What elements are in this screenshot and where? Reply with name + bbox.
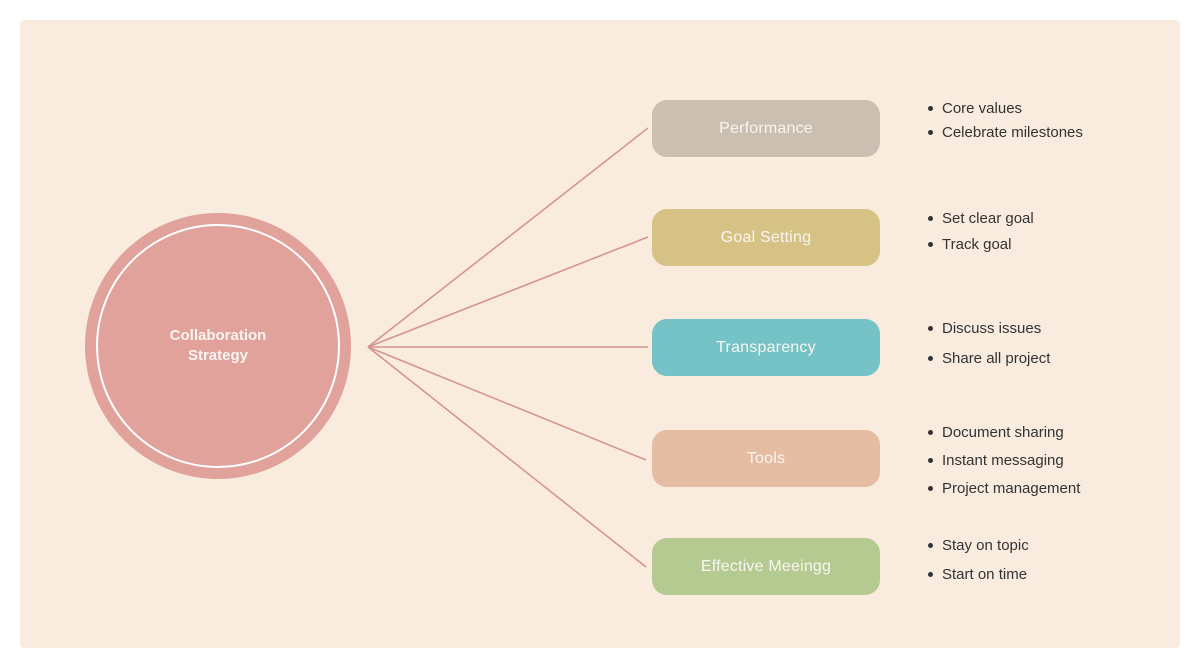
list-item-label: Start on time: [942, 566, 1028, 583]
list-item: Discuss issues: [928, 313, 1050, 343]
center-node-label: Collaboration Strategy: [170, 326, 267, 366]
bullet-list-transparency: Discuss issues Share all project: [928, 313, 1050, 373]
branch-node-transparency-label: Transparency: [716, 338, 816, 356]
bullet-dot-icon: [928, 485, 933, 491]
branch-node-transparency: Transparency: [652, 319, 880, 376]
bullet-dot-icon: [928, 543, 933, 548]
list-item-label: Celebrate milestones: [942, 123, 1083, 141]
bullet-dot-icon: [928, 241, 933, 247]
list-item-label: Discuss issues: [942, 319, 1042, 337]
list-item-label: Track goal: [942, 235, 1012, 253]
center-node-collaboration-strategy: Collaboration Strategy: [85, 213, 351, 479]
list-item: Track goal: [928, 231, 1034, 257]
branch-node-effective-meeting-label: Effective Meeingg: [700, 557, 832, 575]
list-item-label: Instant messaging: [942, 451, 1064, 469]
list-item: Core values: [928, 96, 1083, 120]
bullet-dot-icon: [928, 215, 933, 221]
list-item: Set clear goal: [928, 205, 1034, 231]
list-item: Stay on topic: [928, 531, 1029, 560]
center-node-label-line2: Strategy: [187, 347, 248, 364]
branch-node-performance: Performance: [652, 100, 880, 157]
list-item: Document sharing: [928, 418, 1080, 446]
list-item: Instant messaging: [928, 446, 1080, 474]
bullet-list-performance: Core values Celebrate milestones: [928, 96, 1083, 144]
bullet-list-goal-setting: Set clear goal Track goal: [928, 205, 1034, 257]
branch-node-tools-label: Tools: [746, 449, 786, 467]
bullet-dot-icon: [928, 429, 933, 435]
branch-node-performance-label: Performance: [719, 119, 813, 137]
branch-node-goal-setting: Goal Setting: [652, 209, 880, 266]
list-item: Project management: [928, 474, 1080, 502]
list-item-label: Share all project: [942, 349, 1051, 367]
branch-node-effective-meeting: Effective Meeingg: [652, 538, 880, 595]
bullet-dot-icon: [928, 105, 933, 111]
list-item-label: Set clear goal: [942, 209, 1034, 227]
branch-node-goal-setting-label: Goal Setting: [720, 228, 812, 246]
bullet-list-tools: Document sharing Instant messaging Proje…: [928, 418, 1080, 502]
bullet-dot-icon: [928, 457, 933, 463]
list-item: Start on time: [928, 560, 1029, 589]
list-item-label: Core values: [942, 99, 1023, 117]
list-item-label: Project management: [942, 479, 1081, 497]
bullet-dot-icon: [928, 129, 933, 135]
bullet-dot-icon: [928, 325, 933, 331]
branch-node-tools: Tools: [652, 430, 880, 487]
list-item: Celebrate milestones: [928, 120, 1083, 144]
bullet-dot-icon: [928, 355, 933, 361]
list-item: Share all project: [928, 343, 1050, 373]
bullet-dot-icon: [928, 572, 933, 577]
center-node-ring: [96, 224, 340, 468]
center-node-label-line1: Collaboration: [169, 327, 267, 344]
list-item-label: Document sharing: [942, 423, 1064, 441]
bullet-list-effective-meeting: Stay on topic Start on time: [928, 531, 1029, 589]
list-item-label: Stay on topic: [942, 537, 1029, 554]
